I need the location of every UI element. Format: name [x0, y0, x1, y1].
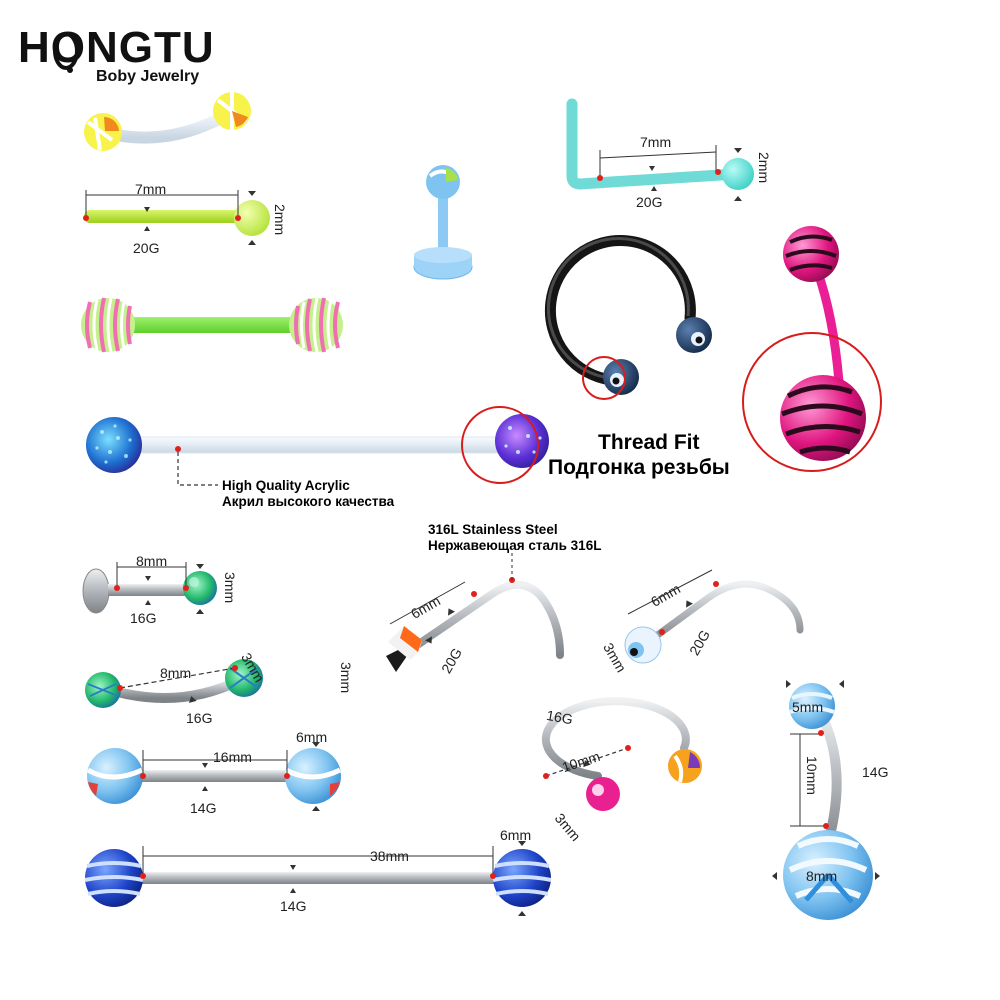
ring-logo-icon — [53, 32, 79, 73]
steel-curved-barbell — [85, 659, 263, 708]
label-length: 10mm — [804, 756, 820, 795]
brand-logo: HONGTU Boby Jewelry — [18, 23, 215, 86]
label-length: 7mm — [135, 181, 167, 197]
label-gauge: 20G — [133, 240, 160, 256]
pink-belly-ring — [742, 226, 882, 472]
label-ball-size: 3mm — [222, 572, 238, 604]
steel-belly-ring — [772, 680, 880, 920]
label-ball-size: 2mm — [756, 152, 772, 184]
clear-curved-barbell — [84, 92, 251, 151]
label-ball-size: 3mm — [338, 662, 354, 694]
label-length: 7mm — [640, 134, 672, 150]
brand-tagline: Boby Jewelry — [96, 68, 200, 85]
label-top-ball: 5mm — [792, 699, 824, 715]
label-bottom-ball: 8mm — [806, 868, 838, 884]
label-gauge: 20G — [636, 194, 663, 210]
brand-name: HONGTU — [18, 23, 215, 72]
label-gauge: 16G — [130, 610, 157, 626]
steel-callout-en: 316L Stainless Steel — [428, 522, 558, 537]
label-gauge: 14G — [280, 898, 307, 914]
label-gauge: 14G — [862, 764, 889, 780]
label-ball-size: 6mm — [500, 827, 532, 843]
label-gauge: 14G — [190, 800, 217, 816]
label-ball-size: 6mm — [296, 729, 328, 745]
label-gauge: 16G — [186, 710, 213, 726]
acrylic-callout-en: High Quality Acrylic — [222, 478, 350, 493]
blue-acrylic-labret — [413, 165, 473, 280]
lime-striped-barbell — [81, 297, 343, 353]
thread-fit-en: Thread Fit — [598, 431, 700, 454]
steel-horseshoe — [541, 697, 702, 811]
label-length: 16mm — [213, 749, 252, 765]
acrylic-callout-ru: Акрил высокого качества — [222, 494, 395, 509]
clear-flexible-bar — [86, 406, 549, 486]
steel-nose-screw-cone — [386, 552, 564, 672]
steel-nose-screw-eye — [624, 569, 804, 664]
cyan-nose-pin — [566, 98, 754, 201]
lime-acrylic-pin — [83, 190, 270, 245]
steel-labret — [82, 562, 217, 614]
label-length: 8mm — [136, 553, 168, 569]
label-length: 8mm — [160, 665, 192, 681]
black-horseshoe-ring — [544, 235, 712, 400]
steel-barbell-16mm — [86, 742, 342, 811]
thread-fit-ru: Подгонка резьбы — [548, 456, 730, 479]
label-ball-size: 2mm — [272, 204, 288, 236]
label-length: 38mm — [370, 848, 409, 864]
steel-industrial-38mm — [84, 841, 552, 916]
steel-callout-ru: Нержавеющая сталь 316L — [428, 538, 602, 553]
